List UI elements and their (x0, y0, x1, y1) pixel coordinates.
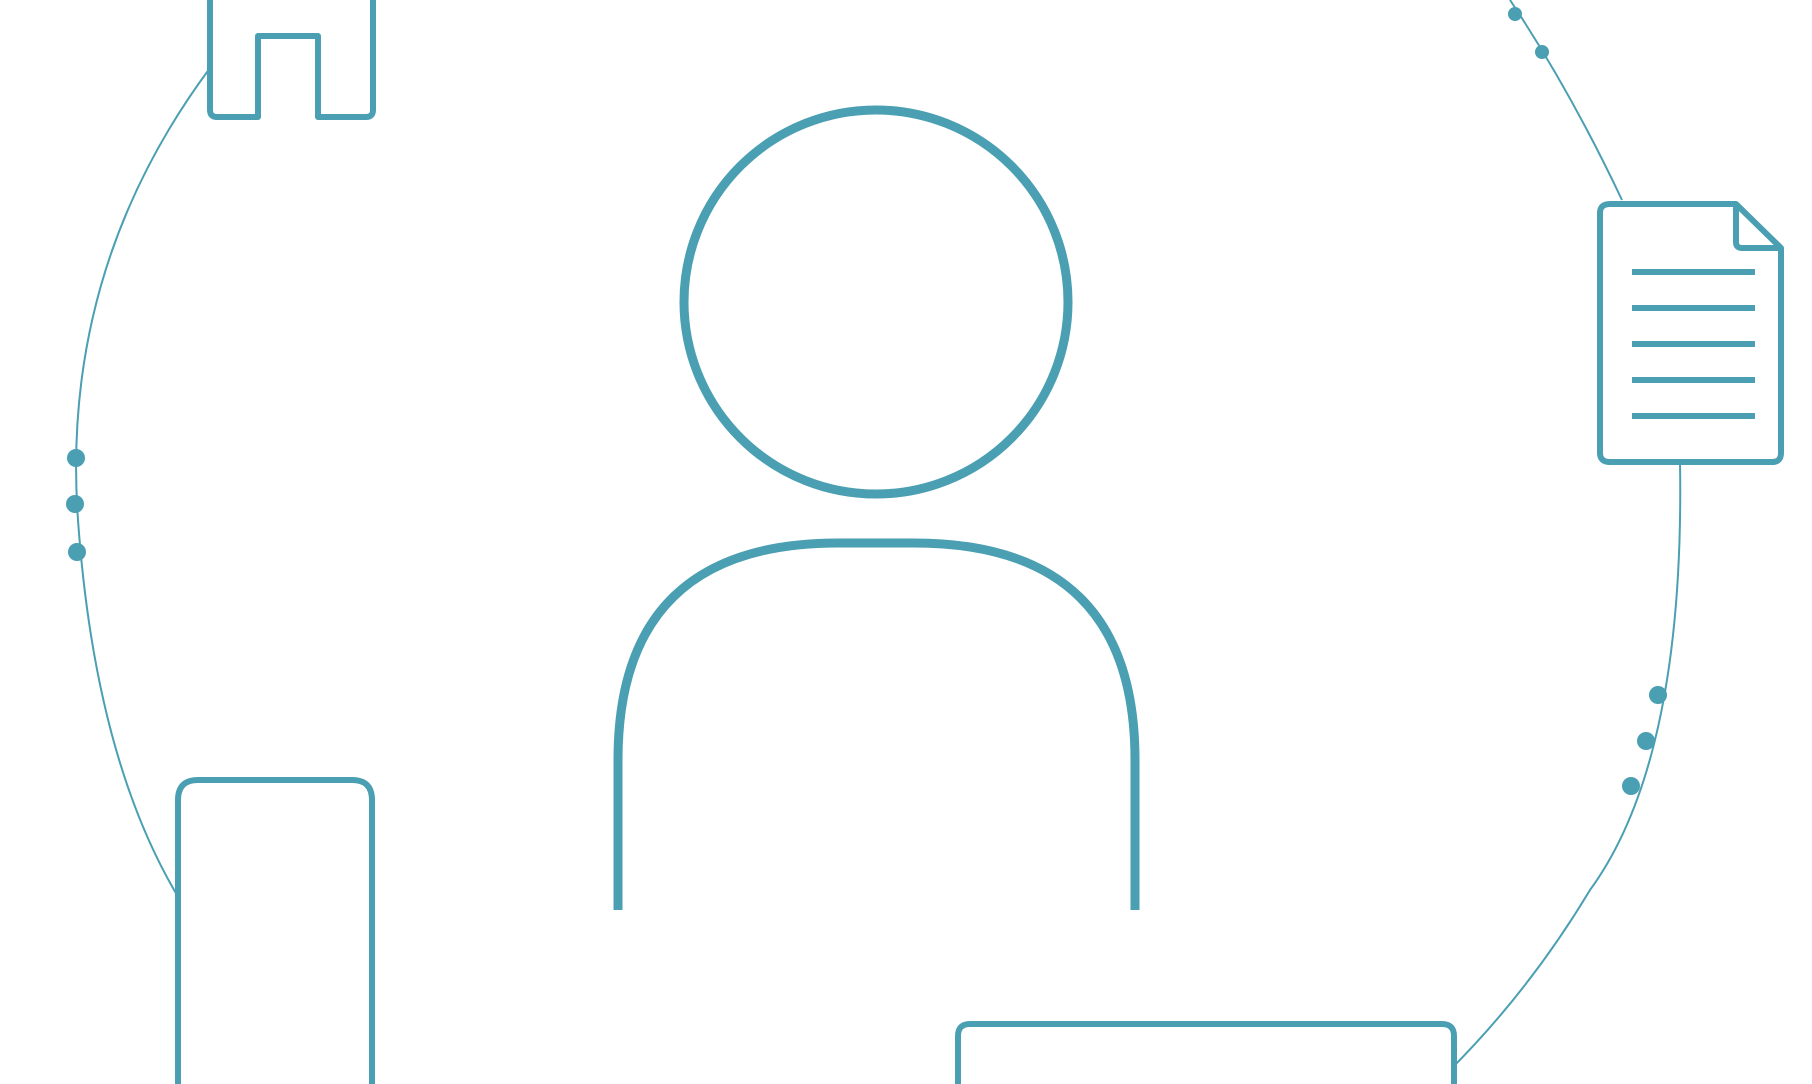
mobile-phone-icon (175, 777, 375, 1084)
dot-topright-1 (1508, 7, 1522, 21)
dot-left-2 (66, 495, 84, 513)
document-icon (1597, 201, 1784, 465)
ring-arc-left (75, 67, 211, 901)
connection-ring (75, 0, 1682, 1071)
user-shoulders (613, 538, 1140, 910)
dot-left-1 (67, 449, 85, 467)
dot-topright-2 (1535, 45, 1549, 59)
document-fold (1733, 204, 1781, 251)
user-icon (613, 105, 1140, 910)
ring-arc-right (1449, 461, 1682, 1071)
dot-right-1 (1649, 686, 1667, 704)
user-head (679, 105, 1073, 499)
dot-left-3 (68, 543, 86, 561)
laptop-icon (955, 1021, 1457, 1084)
ring-arc-top-right (1509, 0, 1623, 201)
document-lines (1632, 269, 1755, 419)
document-outline (1597, 201, 1784, 465)
dot-right-3 (1622, 777, 1640, 795)
connection-dots (66, 7, 1667, 795)
dot-right-2 (1637, 732, 1655, 750)
building-icon (207, 0, 376, 120)
laptop-screen-outline (955, 1021, 1457, 1084)
building-outline (207, 0, 376, 120)
phone-outline (175, 777, 375, 1084)
